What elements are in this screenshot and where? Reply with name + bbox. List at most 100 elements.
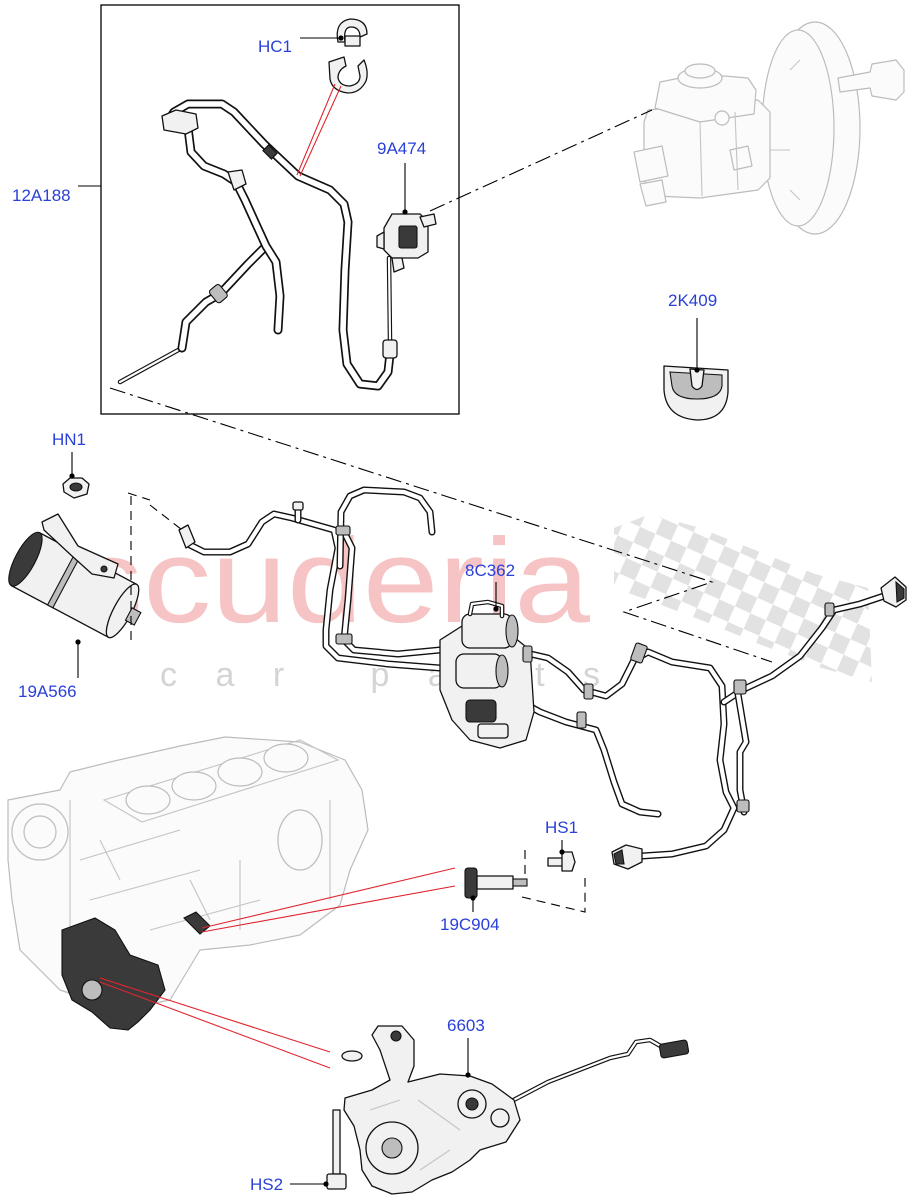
bolt-head — [561, 851, 576, 872]
pipe-clip — [824, 602, 835, 617]
hose-clips — [328, 18, 368, 94]
pipe-start-connector — [178, 524, 196, 549]
brake-line-fittings — [633, 145, 753, 207]
callout-12a188[interactable]: 12A188 — [12, 186, 71, 205]
clip-notch — [689, 368, 705, 391]
pipe-end-connector-face — [895, 580, 905, 603]
hose-assembly-frame — [100, 4, 460, 415]
pipe-clip — [583, 683, 594, 700]
cylinder-bore — [171, 771, 217, 801]
pipe-stub-cap — [292, 501, 304, 511]
bolt — [547, 851, 576, 872]
push-rod — [837, 59, 905, 101]
sensor-body — [476, 875, 514, 890]
leader-dot-9a474 — [402, 209, 408, 215]
brake-booster-illustration — [633, 21, 905, 235]
oil-pump-shaft — [381, 1137, 403, 1159]
clip — [663, 365, 729, 421]
callout-19a566[interactable]: 19A566 — [18, 682, 77, 701]
pipe-end-connector-face — [613, 849, 625, 865]
engine-mounted-oil-pump — [61, 917, 166, 1031]
clip-lower — [328, 56, 368, 94]
callout-9a474[interactable]: 9A474 — [377, 139, 426, 158]
bracket-hole — [100, 565, 108, 573]
pipe-segment — [518, 700, 658, 814]
booster-face — [761, 29, 835, 227]
pipe-clip — [576, 711, 587, 729]
cylinder-bore — [263, 743, 309, 773]
crank-bore-inner — [23, 815, 57, 849]
hose-segment — [168, 104, 390, 386]
valve-cylinder-upper — [461, 613, 513, 649]
nut — [62, 477, 90, 499]
bolt-shank — [547, 857, 564, 867]
callout-6603[interactable]: 6603 — [447, 1016, 485, 1035]
oil-pump-sensor-tube — [506, 1040, 664, 1104]
pipe-segment — [518, 700, 658, 814]
hose-clamp — [262, 144, 278, 160]
pipe-clip — [522, 645, 533, 663]
callout-2k409[interactable]: 2K409 — [668, 291, 717, 310]
reference-line-hc1 — [296, 83, 342, 177]
bolt-head — [326, 1173, 347, 1190]
fluid-reservoir — [654, 73, 757, 123]
cylinder-bore — [217, 757, 263, 787]
pipe-assembly — [178, 490, 907, 870]
valve-cylinder-lower — [455, 653, 503, 689]
sensor — [464, 867, 528, 899]
leader-dot-hs1 — [559, 849, 565, 855]
valve-port-bottom — [391, 257, 405, 273]
assembly-reference-line — [109, 387, 773, 663]
hose-segment — [387, 256, 392, 342]
callout-hc1[interactable]: HC1 — [258, 37, 292, 56]
hose-end-coupling — [382, 339, 398, 359]
engine-mounted-pump-gear — [81, 979, 103, 1001]
leader-dot-hc1 — [338, 35, 344, 41]
clip-upper-tab — [344, 35, 361, 47]
oil-pump-sensor-connector — [658, 1039, 690, 1059]
oil-pump-bracket-hole — [390, 1030, 402, 1042]
oil-pump-sensor-tube — [504, 1038, 666, 1106]
pipe-clip — [736, 799, 750, 813]
leader-dot-19c904 — [470, 895, 476, 901]
oil-pump-boss — [490, 1108, 510, 1128]
motor-mounting-bracket — [41, 513, 119, 579]
callout-hs2[interactable]: HS2 — [250, 1175, 283, 1194]
valve-port-left — [376, 231, 385, 250]
valve-cylinder-upper-cap — [505, 614, 519, 648]
valve — [376, 213, 437, 273]
hose-tee-connector — [227, 169, 247, 191]
leader-dot-hs2 — [323, 1181, 329, 1187]
valve-connector — [398, 225, 418, 249]
callout-19c904[interactable]: 19C904 — [440, 915, 500, 934]
valve-bracket-foot — [477, 723, 509, 739]
assembly-reference-line — [127, 492, 187, 640]
callout-hn1[interactable]: HN1 — [52, 430, 86, 449]
hose-segment — [118, 346, 184, 384]
pipe-segment — [738, 694, 746, 812]
sensor-tip — [512, 878, 528, 887]
valve-connector — [465, 699, 497, 723]
reservoir-logo — [714, 110, 730, 126]
reference-line-19c904 — [201, 867, 456, 933]
booster-detail-lines — [699, 59, 801, 201]
sensor-connector — [464, 867, 478, 899]
cylinder-bore — [125, 785, 171, 815]
leader-dot-8c362 — [493, 606, 499, 612]
valve-cylinder-lower-cap — [495, 654, 509, 688]
oil-pump — [341, 1025, 690, 1195]
assembly-reference-line — [429, 109, 653, 212]
bolt-shank — [332, 1109, 341, 1175]
pipe-clip — [335, 633, 353, 645]
callout-8c362[interactable]: 8C362 — [465, 561, 515, 580]
engine-detail-lines — [69, 800, 331, 950]
bolt — [326, 1109, 347, 1190]
leader-dot-hn1 — [69, 473, 75, 479]
leader-dot-2k409 — [694, 367, 700, 373]
reservoir-cap-top — [684, 63, 716, 79]
callout-hs1[interactable]: HS1 — [545, 818, 578, 837]
pipe-clip — [335, 525, 351, 536]
leader-dot-6603 — [465, 1072, 471, 1078]
motor — [8, 513, 142, 639]
